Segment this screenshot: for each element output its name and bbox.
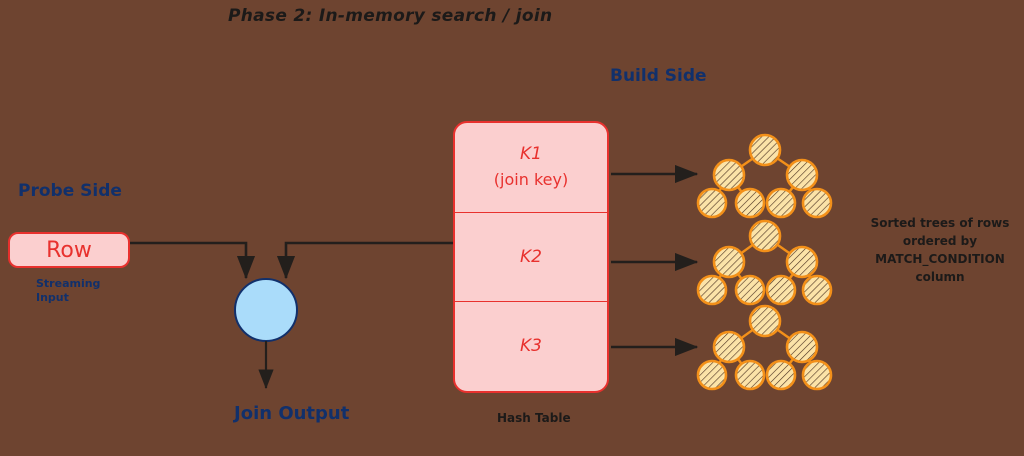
tree-node xyxy=(748,219,782,253)
tree-node xyxy=(734,187,766,219)
hash-table-caption: Hash Table xyxy=(497,411,571,425)
tree-node xyxy=(748,133,782,167)
tree-node xyxy=(801,187,833,219)
hash-key-sublabel: (join key) xyxy=(493,170,569,190)
probe-row-box: Row xyxy=(8,232,130,268)
page-title: Phase 2: In-memory search / join xyxy=(228,6,553,26)
tree-node xyxy=(696,274,728,306)
tree-node xyxy=(785,330,819,364)
tree-node xyxy=(696,187,728,219)
sorted-trees-caption: Sorted trees of rows ordered by MATCH_CO… xyxy=(870,216,1010,284)
tree-node xyxy=(712,158,746,192)
hash-table-row-k3: K3 xyxy=(455,302,607,391)
hash-key-name: K2 xyxy=(520,246,542,267)
hash-table-row-k2: K2 xyxy=(455,213,607,303)
tree-node xyxy=(734,274,766,306)
tree-node xyxy=(734,359,766,391)
tree-node xyxy=(765,274,797,306)
probe-side-label: Probe Side xyxy=(18,181,122,201)
hash-key-name: K1 xyxy=(520,144,542,165)
join-output-label: Join Output xyxy=(234,403,350,424)
arrow-row-to-join xyxy=(130,241,256,280)
join-circle-icon xyxy=(234,278,298,342)
arrow-hashtable-to-join xyxy=(276,241,453,280)
tree-node xyxy=(785,158,819,192)
tree-node xyxy=(765,187,797,219)
tree-node xyxy=(748,304,782,338)
tree-node xyxy=(696,359,728,391)
streaming-input-caption: Streaming Input xyxy=(36,277,101,304)
sorted-tree-1 xyxy=(696,133,833,219)
build-side-label: Build Side xyxy=(610,66,707,86)
sorted-tree-2 xyxy=(696,219,833,306)
hash-table-row-k1: K1 (join key) xyxy=(455,123,607,213)
probe-row-label: Row xyxy=(46,237,92,263)
tree-node xyxy=(801,274,833,306)
tree-node xyxy=(785,245,819,279)
hash-key-name: K3 xyxy=(520,336,542,357)
tree-node xyxy=(801,359,833,391)
sorted-tree-3 xyxy=(696,304,833,391)
tree-node xyxy=(712,330,746,364)
tree-node xyxy=(765,359,797,391)
hash-table: K1 (join key) K2 K3 xyxy=(453,121,609,393)
tree-node xyxy=(712,245,746,279)
